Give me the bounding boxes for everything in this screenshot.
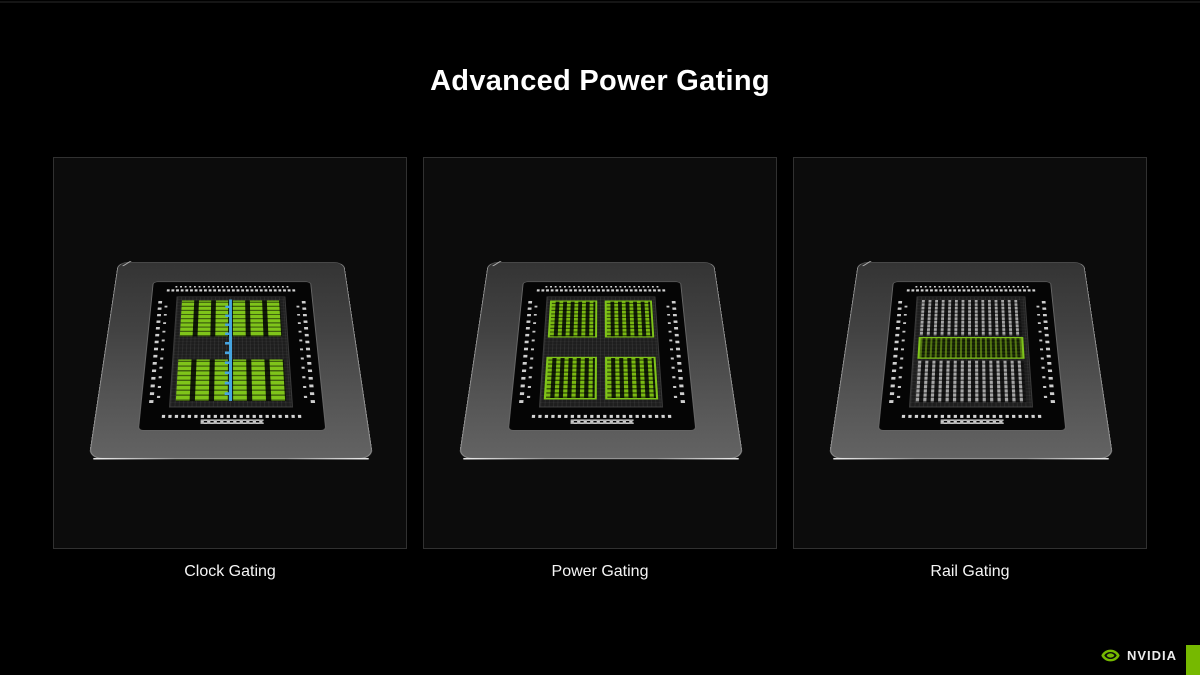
panel-power-gating-image [423, 157, 777, 549]
slide-top-edge-line [0, 1, 1200, 3]
package-corner-notch [862, 261, 886, 266]
clock-spine-highlight [229, 299, 232, 400]
nvidia-eye-icon [1101, 649, 1120, 662]
panel-caption: Rail Gating [793, 561, 1147, 583]
die-pads-top [167, 289, 297, 291]
power-gated-quadrant [544, 357, 597, 400]
gpu-package [829, 262, 1114, 459]
sm-cluster-unlit-top [920, 300, 1022, 336]
nvidia-wordmark: NVIDIA [1127, 648, 1177, 663]
gpu-core [909, 297, 1033, 408]
die-pads-bottom [162, 415, 302, 418]
die-pads-top [907, 289, 1037, 291]
die-pads-top [175, 286, 288, 288]
gpu-core [169, 297, 293, 408]
die-pads-top [545, 286, 658, 288]
rail-gated-band-highlight [917, 337, 1024, 359]
package-corner-notch [122, 261, 146, 266]
green-accent-bar [1186, 645, 1200, 675]
panel-clock-gating: Clock Gating [53, 157, 407, 583]
gpu-package [89, 262, 374, 459]
power-gated-quadrant [605, 301, 654, 338]
power-gated-quadrant [548, 301, 597, 338]
panel-power-gating: Power Gating [423, 157, 777, 583]
panel-caption: Clock Gating [53, 561, 407, 583]
die-pads-top [537, 289, 667, 291]
die-pads-top [915, 286, 1028, 288]
power-gated-quadrant [605, 357, 658, 400]
gpu-die-substrate [508, 282, 697, 431]
gating-panels-row: Clock Gating [53, 157, 1147, 583]
die-pads-bottom-grid [201, 419, 264, 424]
panel-rail-gating-image [793, 157, 1147, 549]
package-corner-notch [492, 261, 516, 266]
nvidia-logo: NVIDIA [1101, 648, 1177, 663]
die-pads-bottom [902, 415, 1042, 418]
panel-caption: Power Gating [423, 561, 777, 583]
die-pads-bottom-grid [941, 419, 1004, 424]
sm-cluster-unlit-bottom [916, 361, 1027, 403]
die-pads-bottom [532, 415, 672, 418]
panel-clock-gating-image [53, 157, 407, 549]
panel-rail-gating: Rail Gating [793, 157, 1147, 583]
die-pads-bottom-grid [571, 419, 634, 424]
gpu-package [459, 262, 744, 459]
gpu-die-substrate [878, 282, 1067, 431]
page-title: Advanced Power Gating [0, 65, 1200, 98]
gpu-core [539, 297, 663, 408]
gpu-die-substrate [138, 282, 327, 431]
